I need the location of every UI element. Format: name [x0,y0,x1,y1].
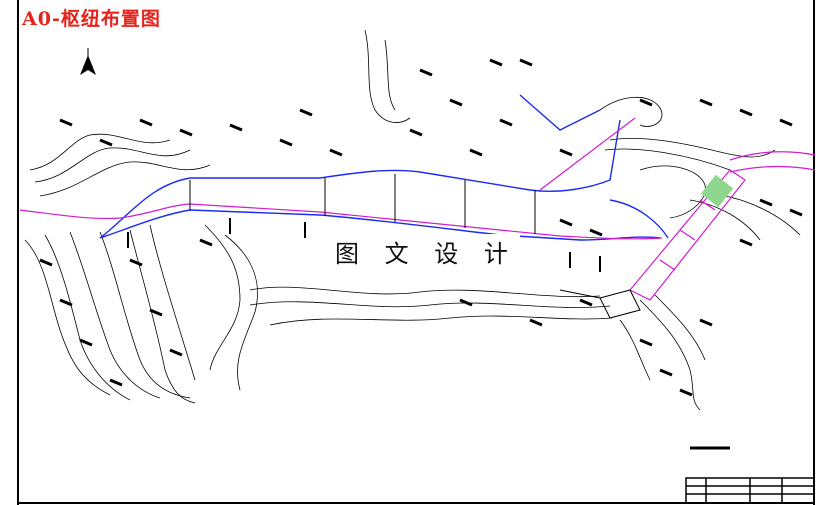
contours-right [364,29,801,411]
centerline [19,117,816,240]
watermark-text: 图 文 设 计 [332,234,520,269]
north-arrow-icon [80,48,96,75]
structure-lines [189,174,730,450]
sluice-gate [700,174,734,208]
contours-left [24,133,258,404]
title-block [685,477,815,504]
dam-structure [629,169,746,301]
contours-bottom [249,286,613,326]
drawing-title: A0-枢纽布置图 [22,8,161,30]
channel-outline [99,94,669,241]
terrain-symbols [39,58,803,397]
